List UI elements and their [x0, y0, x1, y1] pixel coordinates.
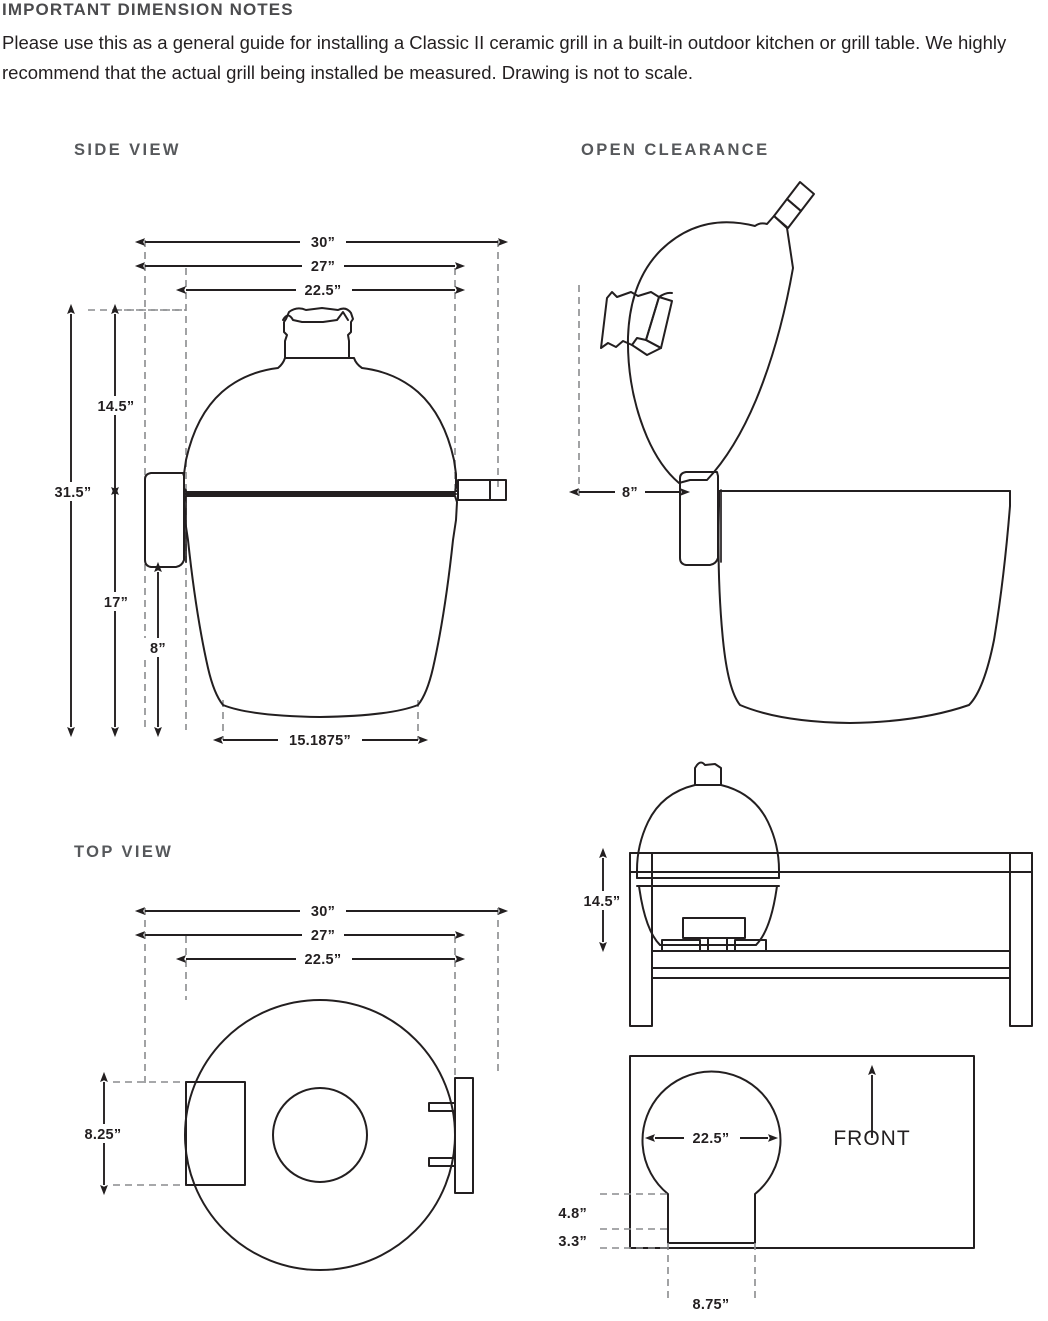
dim-top-handle-depth: 8.25”	[85, 1127, 122, 1143]
dim-cutout-notch-width: 8.75”	[693, 1297, 730, 1313]
table-view-dimension: 14.5”	[575, 847, 629, 953]
dim-side-base-height: 8”	[150, 641, 166, 657]
section-label-side-view: SIDE VIEW	[74, 141, 181, 159]
table-view-grill	[636, 761, 780, 952]
dim-cutout-diameter: 22.5”	[693, 1131, 730, 1147]
important-notes-block: IMPORTANT DIMENSION NOTES Please use thi…	[0, 0, 1048, 88]
dim-cutout-notch-offset-lower: 3.3”	[558, 1234, 587, 1250]
dim-cutout-notch-offset-upper: 4.8”	[558, 1206, 587, 1222]
open-clearance-dome	[600, 181, 815, 484]
notes-heading: IMPORTANT DIMENSION NOTES	[2, 0, 294, 19]
side-view-extension-lines	[88, 240, 499, 740]
dim-top-overall-width: 30”	[311, 904, 335, 920]
side-view-height-dimensions: 31.5” 14.5” 17” 8” 15.1875”	[48, 303, 429, 749]
dim-side-base-width: 15.1875”	[289, 733, 351, 749]
notes-paragraph: Please use this as a general guide for i…	[2, 32, 1007, 83]
cutout-extension-lines	[600, 1193, 756, 1298]
dim-side-mid-width: 27”	[311, 259, 335, 275]
dim-table-counter-height: 14.5”	[584, 894, 621, 910]
side-view-group: 30” 27” 22.5” 31.5” 14.5”	[48, 232, 509, 749]
section-label-open-clearance: OPEN CLEARANCE	[581, 141, 770, 159]
section-label-top-view: TOP VIEW	[74, 843, 174, 861]
side-view-grill-outline	[144, 307, 507, 718]
top-view-group: 30” 27” 22.5” 8.25”	[76, 901, 509, 1271]
table-frame	[629, 852, 1033, 1027]
front-direction-indicator: FRONT	[833, 1064, 910, 1150]
dim-top-mid-width: 27”	[311, 928, 335, 944]
top-view-extension-lines	[113, 908, 499, 1186]
front-label: FRONT	[833, 1127, 910, 1150]
side-view-width-dimensions: 30” 27” 22.5”	[134, 232, 509, 299]
dim-open-clearance: 8”	[622, 485, 638, 501]
top-view-grill-outline	[184, 999, 474, 1271]
dim-top-body-width: 22.5”	[305, 952, 342, 968]
open-clearance-group: 8”	[568, 181, 1011, 724]
open-clearance-base	[679, 471, 1011, 724]
dim-side-band-height: 17”	[104, 595, 128, 611]
dim-side-total-height: 31.5”	[55, 485, 92, 501]
dim-side-dome-height: 14.5”	[98, 399, 135, 415]
dim-side-body-width: 22.5”	[305, 283, 342, 299]
table-view-group: 14.5”	[575, 761, 1033, 1027]
top-view-width-dimensions: 30” 27” 22.5” 8.25”	[76, 901, 509, 1196]
open-clearance-dimension: 8”	[568, 482, 691, 501]
cutout-view-group: 22.5” 4.8” 3.3” 8.75” FRONT	[558, 1055, 975, 1313]
dim-side-overall-width: 30”	[311, 235, 335, 251]
cutout-diameter-dimension: 22.5”	[644, 1128, 779, 1147]
